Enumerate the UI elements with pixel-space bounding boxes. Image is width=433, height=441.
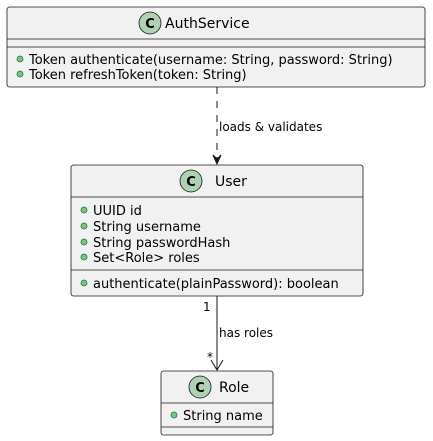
class-authservice[interactable]: C AuthService Token authenticate(usernam…	[6, 6, 426, 88]
public-visibility-icon	[80, 222, 88, 230]
public-visibility-icon	[16, 70, 24, 78]
public-visibility-icon	[16, 55, 24, 63]
class-badge-letter: C	[145, 17, 155, 32]
source-multiplicity: 1	[203, 300, 211, 314]
class-role-name: Role	[219, 380, 249, 396]
method-authenticate: Token authenticate(username: String, pas…	[28, 53, 393, 68]
class-badge-icon	[179, 169, 203, 193]
method-refresh-token: Token refreshToken(token: String)	[28, 68, 247, 83]
class-badge-icon	[188, 375, 212, 399]
class-badge-letter: C	[195, 381, 205, 396]
public-visibility-icon	[170, 411, 178, 419]
class-authservice-name: AuthService	[165, 16, 250, 32]
relation-label-loads-validates: loads & validates	[219, 120, 322, 134]
relation-auth-to-user: loads & validates	[212, 87, 322, 166]
attribute-username: String username	[93, 220, 201, 235]
public-visibility-icon	[80, 279, 88, 287]
association-arrow-icon	[210, 359, 224, 371]
attribute-roles: Set<Role> roles	[93, 251, 200, 266]
attribute-password-hash: String passwordHash	[93, 236, 230, 251]
relation-user-to-role: 1 * has roles	[203, 296, 273, 371]
class-badge-icon	[138, 11, 162, 35]
public-visibility-icon	[80, 206, 88, 214]
relation-label-has-roles: has roles	[219, 326, 273, 340]
public-visibility-icon	[80, 238, 88, 246]
class-role[interactable]: C Role String name	[160, 370, 274, 436]
public-visibility-icon	[80, 253, 88, 261]
class-user[interactable]: C User UUID id String username String pa…	[70, 164, 364, 297]
target-multiplicity: *	[207, 350, 213, 364]
method-authenticate-plain: authenticate(plainPassword): boolean	[93, 277, 339, 292]
attribute-id: UUID id	[93, 204, 142, 219]
dependency-arrow-icon	[212, 154, 222, 166]
class-badge-letter: C	[186, 175, 196, 190]
class-user-name: User	[215, 174, 247, 190]
attribute-name: String name	[183, 409, 263, 424]
